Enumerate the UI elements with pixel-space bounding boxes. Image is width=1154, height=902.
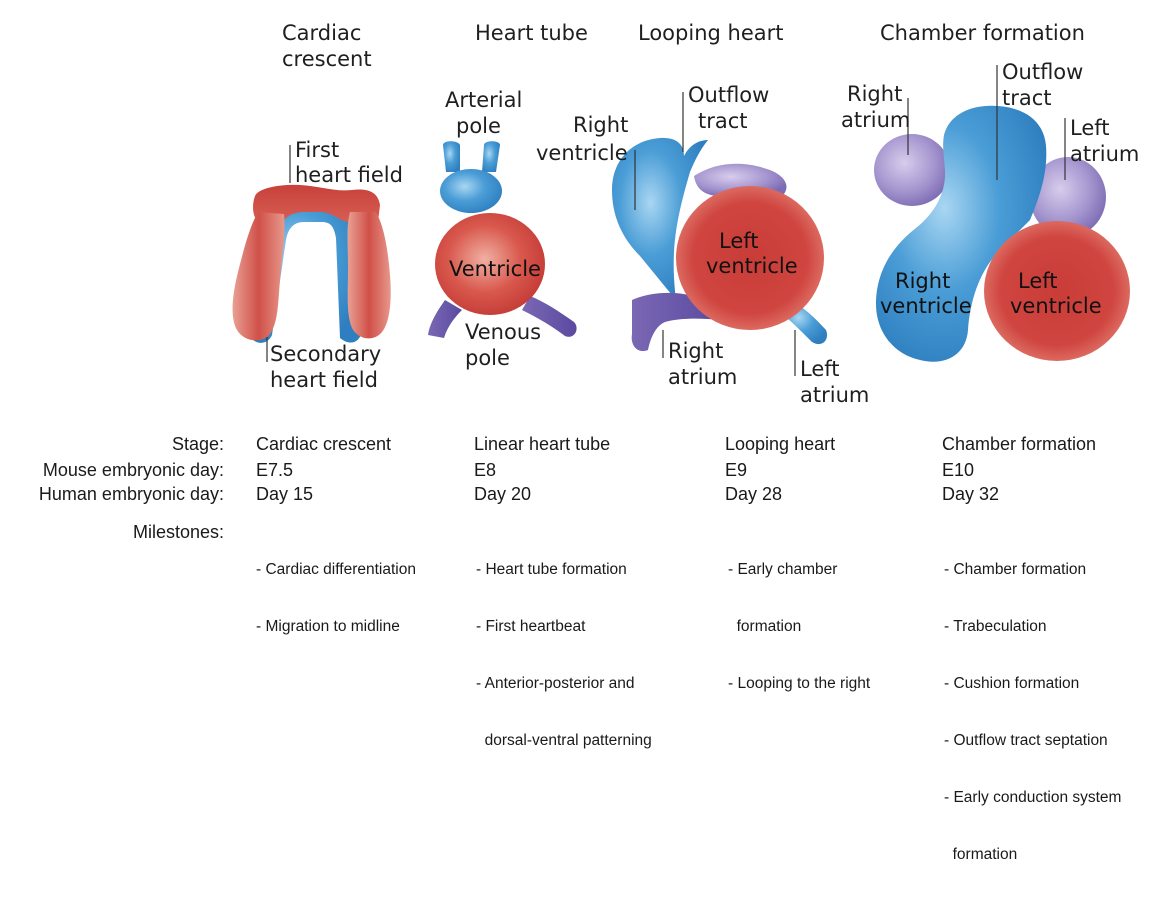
label-loop-left-ventricle-line2: ventricle: [706, 254, 798, 278]
label-arterial-pole-line2: pole: [456, 114, 501, 138]
milestone-item: - Early chamber: [728, 560, 870, 579]
col3-milestones: - Early chamber formation - Looping to t…: [728, 522, 870, 731]
milestone-item: - Trabeculation: [944, 617, 1121, 636]
label-ch-outflow-tract-line2: tract: [1002, 86, 1052, 110]
looping-heart-illustration: Right ventricle Outflow tract Left ventr…: [536, 83, 869, 407]
milestone-item: formation: [944, 845, 1121, 864]
col4-milestones: - Chamber formation - Trabeculation - Cu…: [944, 522, 1121, 902]
label-loop-right-atrium-line1: Right: [668, 339, 723, 363]
label-venous-pole-line2: pole: [465, 346, 510, 370]
col3-mouse-day: E9: [725, 460, 747, 481]
stage-title-heart-tube: Heart tube: [475, 21, 588, 45]
ch-right-atrium-shape: [874, 134, 950, 206]
venous-pole-left: [428, 300, 462, 338]
col2-mouse-day: E8: [474, 460, 496, 481]
col2-stage: Linear heart tube: [474, 434, 610, 455]
col3-stage: Looping heart: [725, 434, 835, 455]
label-ch-right-atrium-line2: atrium: [841, 108, 910, 132]
label-loop-right-ventricle-line1: Right: [573, 113, 628, 137]
first-heart-field-right-limb: [348, 212, 391, 338]
label-first-heart-field-line1: First: [295, 138, 339, 162]
label-secondary-heart-field-line1: Secondary: [270, 342, 381, 366]
col2-human-day: Day 20: [474, 484, 531, 505]
milestone-item: - First heartbeat: [476, 617, 652, 636]
milestone-item: formation: [728, 617, 870, 636]
milestone-item: - Chamber formation: [944, 560, 1121, 579]
col1-stage: Cardiac crescent: [256, 434, 391, 455]
label-loop-left-ventricle-line1: Left: [719, 229, 759, 253]
label-ch-outflow-tract-line1: Outflow: [1002, 60, 1083, 84]
stage-title-cardiac-crescent-line1: Cardiac: [282, 21, 361, 45]
label-loop-left-atrium-line2: atrium: [800, 383, 869, 407]
label-ch-right-atrium-line1: Right: [847, 82, 902, 106]
col4-human-day: Day 32: [942, 484, 999, 505]
col4-stage: Chamber formation: [942, 434, 1096, 455]
row-label-milestones: Milestones:: [0, 522, 224, 543]
stage-title-cardiac-crescent-line2: crescent: [282, 47, 372, 71]
label-loop-outflow-tract-line2: tract: [698, 109, 748, 133]
col1-human-day: Day 15: [256, 484, 313, 505]
arterial-pole-left-vessel: [443, 141, 460, 172]
label-first-heart-field-line2: heart field: [295, 163, 403, 187]
label-loop-right-atrium-line2: atrium: [668, 365, 737, 389]
arterial-pole-right-vessel: [482, 141, 500, 172]
label-arterial-pole-line1: Arterial: [445, 88, 522, 112]
row-label-mouse-day: Mouse embryonic day:: [0, 460, 224, 481]
milestone-item: - Cushion formation: [944, 674, 1121, 693]
row-label-stage: Stage:: [0, 434, 224, 455]
heart-development-diagram: Cardiac crescent Heart tube Looping hear…: [0, 0, 1154, 420]
milestone-item: - Looping to the right: [728, 674, 870, 693]
stage-title-looping-heart: Looping heart: [638, 21, 783, 45]
row-label-human-day: Human embryonic day:: [0, 484, 224, 505]
label-loop-left-atrium-line1: Left: [800, 357, 840, 381]
stage-title-chamber-formation: Chamber formation: [880, 21, 1085, 45]
chamber-formation-illustration: Outflow tract Right atrium Left atrium R…: [841, 60, 1139, 362]
label-ch-left-ventricle-line1: Left: [1018, 269, 1058, 293]
first-heart-field-left-limb: [233, 212, 285, 340]
label-ch-right-ventricle-line2: ventricle: [880, 294, 972, 318]
heart-tube-illustration: Ventricle Arterial pole Venous pole: [428, 88, 577, 370]
milestone-item: - Cardiac differentiation: [256, 560, 416, 579]
col3-human-day: Day 28: [725, 484, 782, 505]
label-loop-outflow-tract-line1: Outflow: [688, 83, 769, 107]
label-ventricle: Ventricle: [449, 257, 541, 281]
col1-mouse-day: E7.5: [256, 460, 293, 481]
col2-milestones: - Heart tube formation - First heartbeat…: [476, 522, 652, 788]
label-ch-right-ventricle-line1: Right: [895, 269, 950, 293]
milestone-item: - Early conduction system: [944, 788, 1121, 807]
milestone-item: - Anterior-posterior and: [476, 674, 652, 693]
label-venous-pole-line1: Venous: [465, 320, 541, 344]
label-secondary-heart-field-line2: heart field: [270, 368, 378, 392]
cardiac-crescent-illustration: First heart field Secondary heart field: [233, 138, 403, 392]
label-ch-left-atrium-line2: atrium: [1070, 142, 1139, 166]
col1-milestones: - Cardiac differentiation - Migration to…: [256, 522, 416, 674]
milestone-item: - Outflow tract septation: [944, 731, 1121, 750]
label-ch-left-atrium-line1: Left: [1070, 116, 1110, 140]
milestone-item: dorsal-ventral patterning: [476, 731, 652, 750]
bulbus-shape: [440, 169, 502, 213]
label-ch-left-ventricle-line2: ventricle: [1010, 294, 1102, 318]
milestone-item: - Heart tube formation: [476, 560, 652, 579]
col4-mouse-day: E10: [942, 460, 974, 481]
milestone-item: - Migration to midline: [256, 617, 416, 636]
label-loop-right-ventricle-line2: ventricle: [536, 141, 628, 165]
